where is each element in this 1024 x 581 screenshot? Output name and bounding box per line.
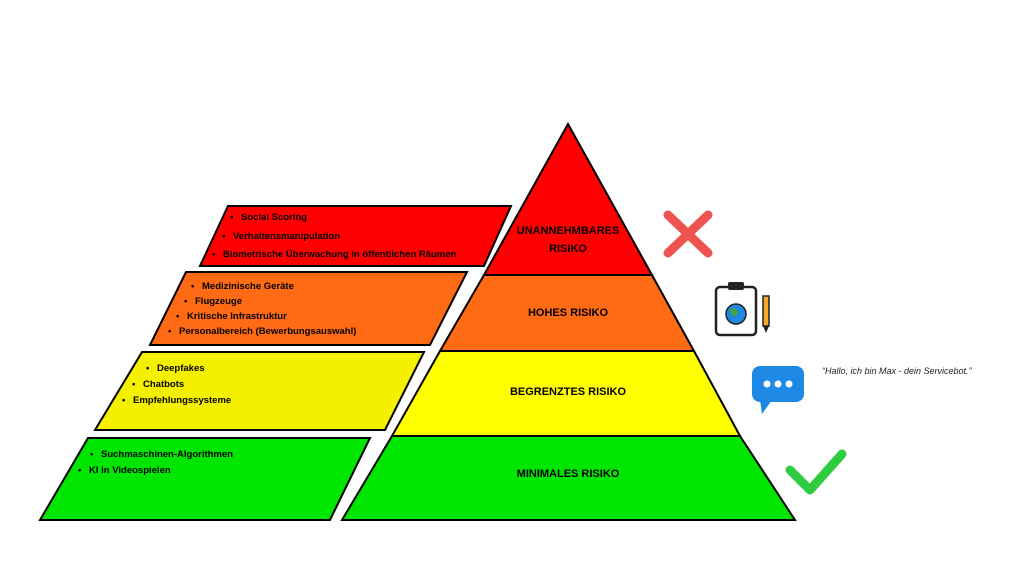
red-x-icon <box>663 210 713 258</box>
layer-label-unacceptable: UNANNEHMBARES RISIKO <box>516 225 620 255</box>
green-check-icon <box>785 449 847 495</box>
list-item: Empfehlungssysteme <box>122 393 231 409</box>
clipboard-icon <box>714 282 770 337</box>
layer-label-limited: BEGRENZTES RISIKO <box>509 386 627 398</box>
layer-label-minimal: MINIMALES RISIKO <box>516 468 620 480</box>
list-item: Medizinische Geräte <box>191 279 356 294</box>
layer-label-high: HOHES RISIKO <box>527 307 609 319</box>
chatbot-quote: “Hallo, ich bin Max - dein Servicebot.” <box>822 366 972 376</box>
examples-list-unacceptable: Social Scoring Verhaltensmanipulation Bi… <box>212 210 456 263</box>
list-item: Biometrische Überwachung in öffentlichen… <box>212 247 456 263</box>
list-item: Kritische Infrastruktur <box>176 309 356 324</box>
chat-bubble-icon <box>752 366 804 414</box>
list-item: Verhaltensmanipulation <box>222 229 456 245</box>
list-item: Suchmaschinen-Algorithmen <box>90 447 233 463</box>
list-item: Chatbots <box>132 377 231 393</box>
list-item: Flugzeuge <box>184 294 356 309</box>
examples-list-limited: Deepfakes Chatbots Empfehlungssysteme <box>122 361 231 409</box>
list-item: Social Scoring <box>230 210 456 226</box>
pyramid-layer-minimal <box>340 435 797 521</box>
list-item: KI in Videospielen <box>78 463 233 479</box>
list-item: Deepfakes <box>146 361 231 377</box>
examples-list-minimal: Suchmaschinen-Algorithmen KI in Videospi… <box>78 447 233 479</box>
examples-list-high: Medizinische Geräte Flugzeuge Kritische … <box>168 279 356 339</box>
list-item: Personalbereich (Bewerbungsauswahl) <box>168 324 356 339</box>
